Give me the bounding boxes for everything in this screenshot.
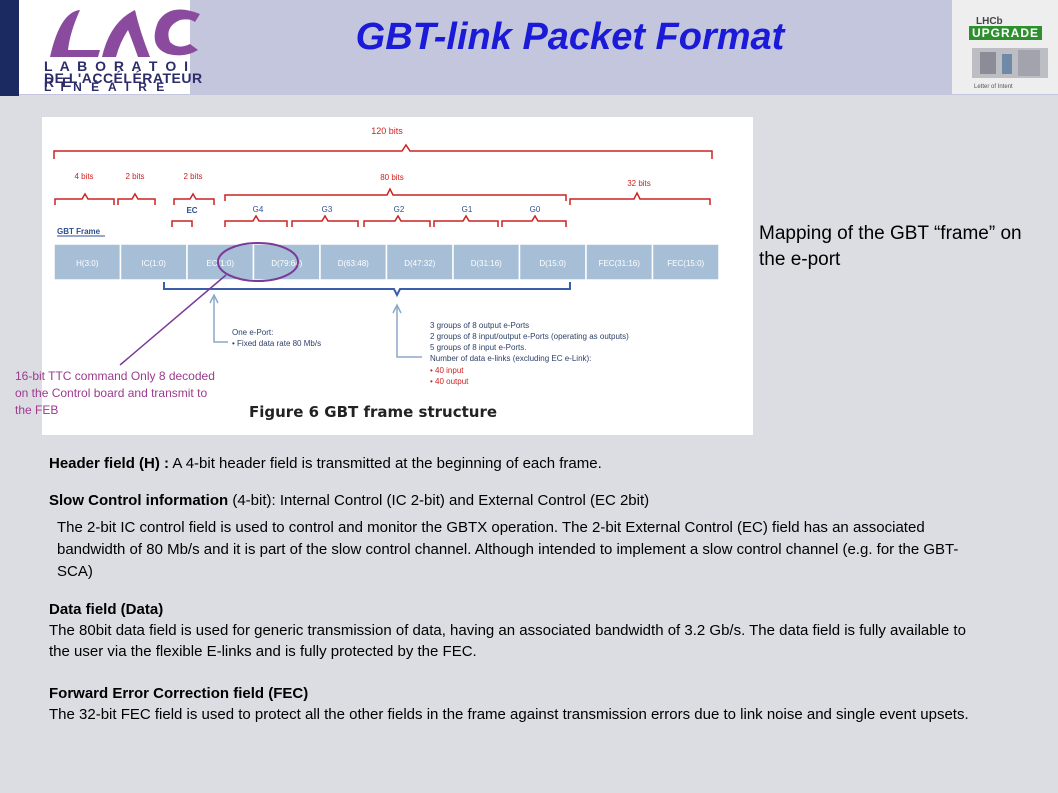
lhcb-logo-line1: LHCb xyxy=(976,16,1003,27)
bracket-g1 xyxy=(433,214,499,227)
eport-note-line1: One e-Port: xyxy=(232,328,273,337)
frame-cell xyxy=(252,243,321,281)
label-2-bits-ec: 2 bits xyxy=(183,172,202,181)
gbt-frame-diagram: 120 bits 4 bits 2 bits 2 bits 80 bits 32… xyxy=(53,126,720,386)
figure-caption: Figure 6 GBT frame structure xyxy=(249,403,498,421)
data-field-label: Data field (Data) xyxy=(49,601,164,618)
ttc-command-note: 16-bit TTC command Only 8 decoded on the… xyxy=(15,369,215,417)
lhcb-upgrade-logo: LHCb UPGRADE Letter of Intent xyxy=(952,0,1058,94)
lhcb-logo-line2: UPGRADE xyxy=(969,26,1043,40)
bracket-4-bits xyxy=(54,192,115,205)
lal-logo-line1: L A B O R A T O I R E xyxy=(44,58,190,90)
frame-cell xyxy=(119,243,188,281)
slow-control-paragraph: Slow Control information (4-bit): Intern… xyxy=(49,490,649,511)
frame-cell xyxy=(186,243,255,281)
fec-field-paragraph: Forward Error Correction field (FEC) The… xyxy=(49,683,999,725)
bracket-g2 xyxy=(363,214,431,227)
groups-note-line5: • 40 input xyxy=(430,366,464,375)
lal-logo-line2: DE L'ACCÉLÉRATEUR xyxy=(44,70,203,86)
arrow-groups xyxy=(396,307,422,358)
header-field-label: Header field (H) : xyxy=(49,455,170,472)
bracket-g4 xyxy=(224,214,288,227)
bracket-2-bits-ec xyxy=(173,192,215,205)
label-g2: G2 xyxy=(394,205,405,214)
frame-cell-label: H(3:0) xyxy=(76,259,99,268)
label-g0: G0 xyxy=(530,205,541,214)
slide-header: L A B O R A T O I R E DE L'ACCÉLÉRATEUR … xyxy=(0,0,1058,96)
groups-note-line2: 2 groups of 8 input/output e-Ports (oper… xyxy=(430,332,629,341)
frame-cell-label: D(15:0) xyxy=(539,259,566,268)
mapping-note: Mapping of the GBT “frame” on the e-port xyxy=(759,223,1022,270)
label-2-bits-ic: 2 bits xyxy=(125,172,144,181)
slow-control-text: (4-bit): Internal Control (IC 2-bit) and… xyxy=(228,492,650,509)
label-gbt-frame: GBT Frame xyxy=(57,227,101,236)
frame-cell-label: D(63:48) xyxy=(338,259,369,268)
bracket-120-bits xyxy=(53,143,713,159)
frame-cell xyxy=(319,243,388,281)
lal-logo-panel: L A B O R A T O I R E DE L'ACCÉLÉRATEUR … xyxy=(18,0,202,94)
pointer-line xyxy=(119,274,227,366)
groups-note-line3: 5 groups of 8 input e-Ports. xyxy=(430,343,527,352)
frame-cell-label: FEC(15:0) xyxy=(667,259,704,268)
highlight-ellipse xyxy=(217,242,299,282)
label-4-bits: 4 bits xyxy=(74,172,93,181)
frame-cell-label: D(47:32) xyxy=(404,259,435,268)
left-accent-bar xyxy=(0,0,19,96)
bracket-32-bits xyxy=(569,191,711,205)
bracket-80-bits xyxy=(224,187,567,201)
lal-logo-line3: L I N É A I R E xyxy=(44,80,168,94)
label-32-bits: 32 bits xyxy=(627,179,651,188)
gbt-frame-figure: 120 bits 4 bits 2 bits 2 bits 80 bits 32… xyxy=(42,117,753,435)
lal-logo: L A B O R A T O I R E DE L'ACCÉLÉRATEUR … xyxy=(40,2,205,94)
label-g3: G3 xyxy=(322,205,333,214)
frame-cell xyxy=(385,243,454,281)
bracket-ec xyxy=(171,220,193,227)
data-field-paragraph: Data field (Data) The 80bit data field i… xyxy=(49,599,969,662)
slow-control-label: Slow Control information xyxy=(49,492,229,509)
bracket-2-bits-ic xyxy=(117,192,156,205)
label-g4: G4 xyxy=(253,205,264,214)
fec-field-text: The 32-bit FEC field is used to protect … xyxy=(49,706,969,723)
detector-image-icon xyxy=(972,48,1048,78)
frame-cell xyxy=(585,243,654,281)
lhcb-logo-line3: Letter of Intent xyxy=(974,84,1013,90)
frame-cell-label: D(31:16) xyxy=(471,259,502,268)
frame-cell-label: EC(1:0) xyxy=(206,259,234,268)
data-field-text: The 80bit data field is used for generic… xyxy=(49,622,966,660)
eport-note-line2: • Fixed data rate 80 Mb/s xyxy=(232,339,321,348)
bracket-g3 xyxy=(291,214,359,227)
label-g1: G1 xyxy=(462,205,473,214)
blue-bracket-eports xyxy=(163,282,571,298)
fec-field-label: Forward Error Correction field (FEC) xyxy=(49,685,309,702)
frame-cells: H(3:0) IC(1:0) EC(1:0) D(79:64) D(63:48) D(47… xyxy=(53,243,720,281)
arrow-one-eport xyxy=(213,297,228,343)
groups-note-line1: 3 groups of 8 output e-Ports xyxy=(430,321,529,330)
slide-title: GBT-link Packet Format xyxy=(355,16,785,58)
header-field-paragraph: Header field (H) : A 4-bit header field … xyxy=(49,453,602,474)
frame-cell-label: FEC(31:16) xyxy=(599,259,641,268)
groups-note-line4: Number of data e-links (excluding EC e-L… xyxy=(430,354,591,363)
frame-cell xyxy=(53,243,122,281)
label-80-bits: 80 bits xyxy=(380,173,404,182)
frame-cell-label: IC(1:0) xyxy=(142,259,167,268)
label-ec: EC xyxy=(186,206,197,215)
groups-note-line6: • 40 output xyxy=(430,377,469,386)
frame-cell xyxy=(651,243,720,281)
slow-control-detail: The 2-bit IC control field is used to co… xyxy=(57,519,959,580)
header-field-text: A 4-bit header field is transmitted at t… xyxy=(169,455,602,472)
bracket-g0 xyxy=(501,214,567,227)
label-120-bits: 120 bits xyxy=(371,126,403,136)
frame-cell-label: D(79:64) xyxy=(271,259,302,268)
